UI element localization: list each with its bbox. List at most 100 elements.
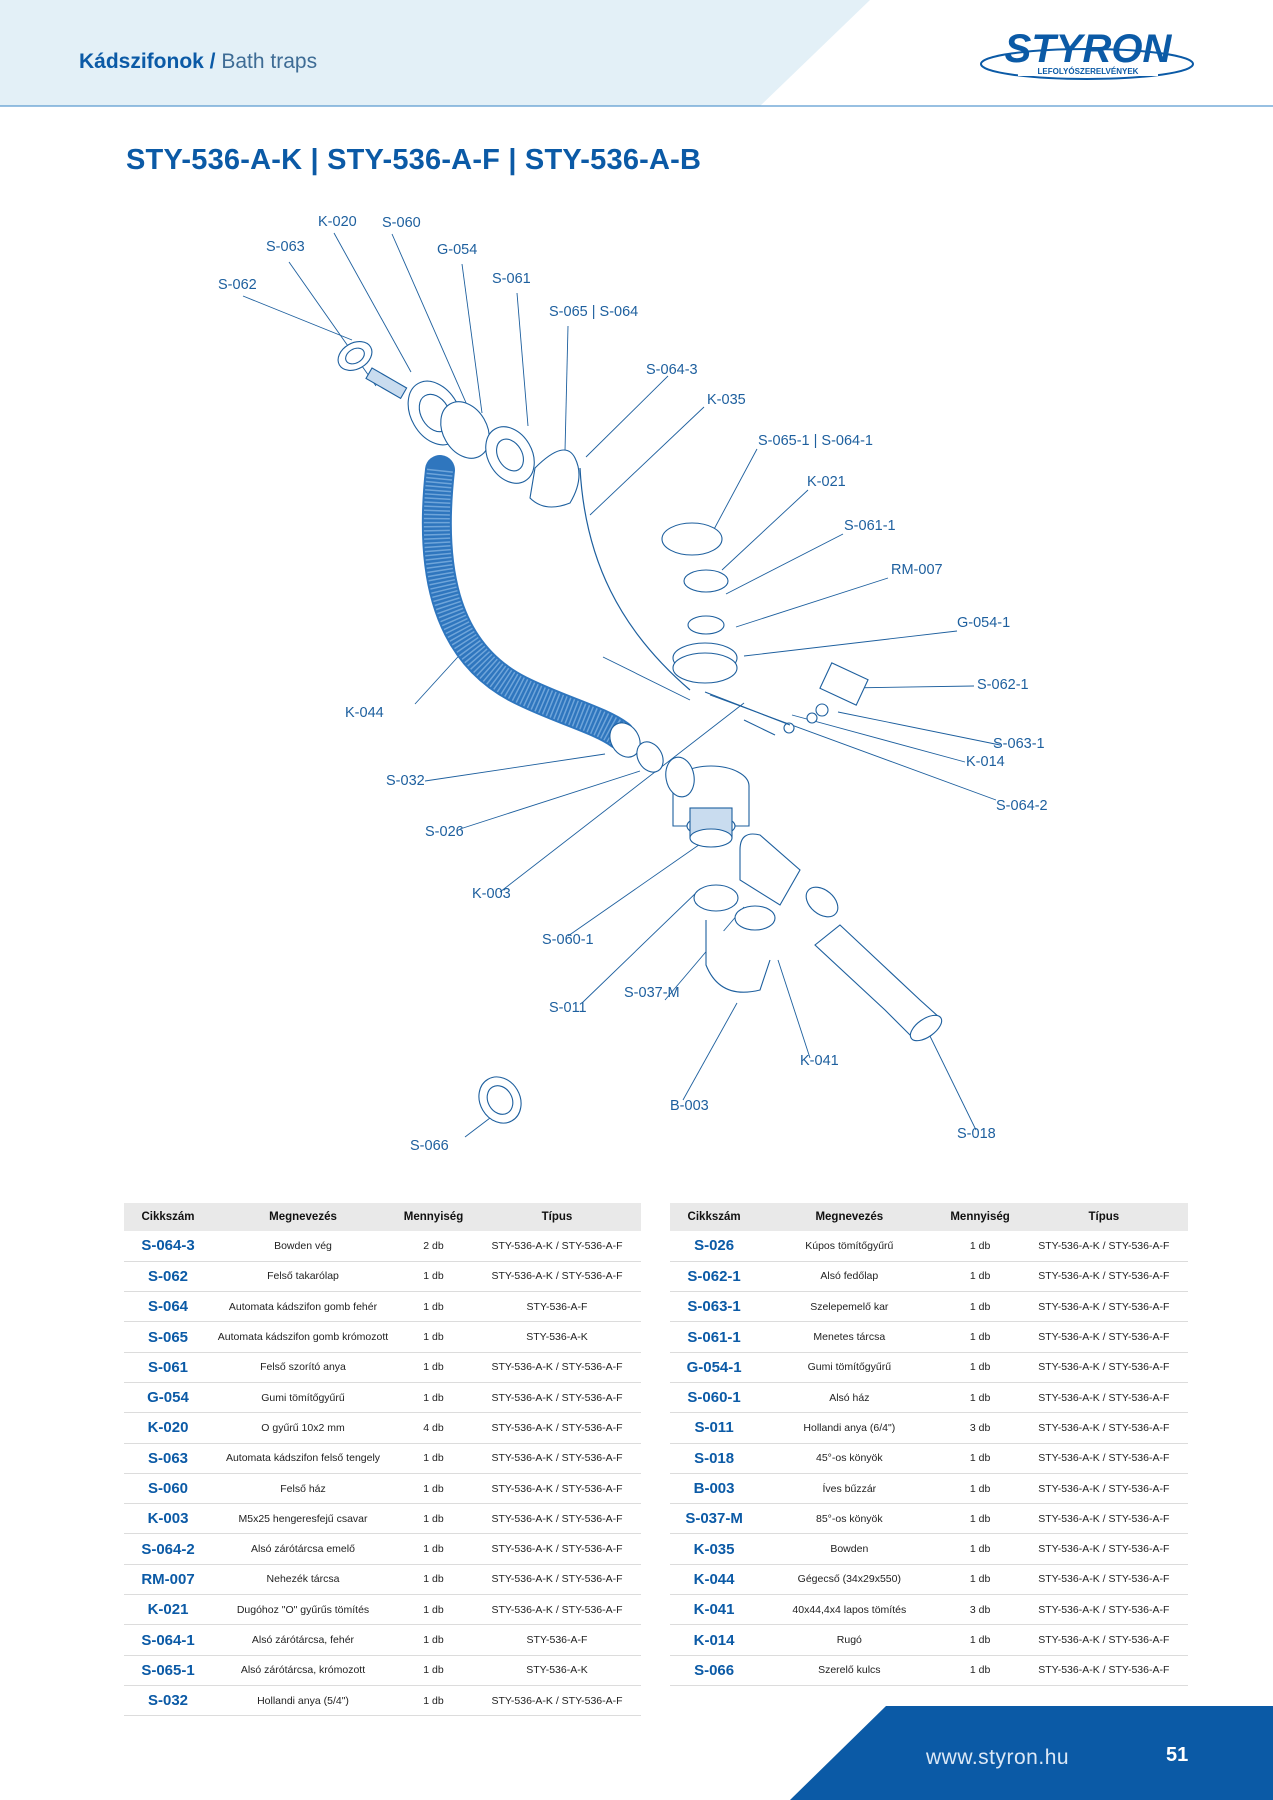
cell-part-name: Alsó ház bbox=[758, 1382, 941, 1414]
footer-background bbox=[790, 1706, 1273, 1800]
callout-s060-1: S-060-1 bbox=[542, 932, 594, 948]
cell-quantity: 3 db bbox=[940, 1594, 1020, 1626]
cell-part-name: Szelepemelő kar bbox=[758, 1291, 941, 1323]
callout-s065-s064: S-065 | S-064 bbox=[549, 304, 639, 320]
cell-quantity: 1 db bbox=[940, 1443, 1020, 1474]
callout-s064-2: S-064-2 bbox=[996, 798, 1048, 814]
cell-part-code: K-014 bbox=[670, 1624, 759, 1656]
column-header-qty: Mennyiség bbox=[394, 1203, 473, 1231]
cell-part-code: S-061 bbox=[124, 1352, 212, 1383]
product-title: STY-536-A-K | STY-536-A-F | STY-536-A-B bbox=[126, 144, 702, 176]
callout-s061-1: S-061-1 bbox=[844, 518, 896, 534]
cell-type: STY-536-A-K / STY-536-A-F bbox=[473, 1533, 641, 1565]
cell-part-code: K-021 bbox=[124, 1594, 212, 1626]
exploded-diagram: K-020 S-060 S-063 G-054 S-062 S-061 S-06… bbox=[0, 190, 1273, 1170]
cell-part-code: S-061-1 bbox=[670, 1321, 759, 1353]
cell-part-name: Hollandi anya (5/4") bbox=[212, 1685, 394, 1717]
cell-type: STY-536-A-K / STY-536-A-F bbox=[1019, 1564, 1188, 1596]
cell-type: STY-536-A-K / STY-536-A-F bbox=[473, 1473, 641, 1505]
parts-table-right: Cikkszám Megnevezés Mennyiség Típus S-02… bbox=[670, 1203, 1188, 1686]
callout-s026: S-026 bbox=[425, 824, 464, 840]
cell-quantity: 1 db bbox=[394, 1564, 473, 1596]
cell-part-name: 45°-os könyök bbox=[758, 1443, 941, 1474]
column-header-code: Cikkszám bbox=[670, 1203, 759, 1231]
cell-part-name: Alsó zárótárcsa, fehér bbox=[212, 1624, 394, 1656]
cell-part-code: S-060-1 bbox=[670, 1382, 759, 1414]
cell-type: STY-536-A-K / STY-536-A-F bbox=[473, 1382, 641, 1414]
cell-part-code: G-054 bbox=[124, 1382, 212, 1414]
cell-part-name: Íves bűzzár bbox=[758, 1473, 941, 1505]
cell-part-code: S-063-1 bbox=[670, 1291, 759, 1323]
logo-subtext: LEFOLYÓSZERELVÉNYEK bbox=[1038, 67, 1139, 76]
footer-website-link[interactable]: www.styron.hu bbox=[926, 1746, 1070, 1769]
column-header-qty: Mennyiség bbox=[940, 1203, 1020, 1231]
cell-type: STY-536-A-K / STY-536-A-F bbox=[1019, 1261, 1188, 1293]
cell-part-code: S-037-M bbox=[670, 1503, 759, 1535]
cell-type: STY-536-A-K / STY-536-A-F bbox=[473, 1443, 641, 1474]
cell-part-code: S-064-3 bbox=[124, 1231, 212, 1262]
cell-type: STY-536-A-K / STY-536-A-F bbox=[1019, 1321, 1188, 1353]
column-header-type: Típus bbox=[1019, 1203, 1188, 1231]
cell-part-name: Menetes tárcsa bbox=[758, 1321, 941, 1353]
cell-part-name: Hollandi anya (6/4") bbox=[758, 1412, 941, 1444]
cell-type: STY-536-A-F bbox=[473, 1291, 641, 1323]
cell-quantity: 1 db bbox=[394, 1352, 473, 1383]
column-header-name: Megnevezés bbox=[212, 1203, 394, 1231]
cell-type: STY-536-A-K / STY-536-A-F bbox=[473, 1503, 641, 1535]
callout-s061: S-061 bbox=[492, 271, 531, 287]
cell-quantity: 1 db bbox=[394, 1594, 473, 1626]
cell-quantity: 1 db bbox=[940, 1655, 1020, 1686]
callout-k044: K-044 bbox=[345, 705, 384, 721]
cell-part-code: S-026 bbox=[670, 1231, 759, 1262]
cell-quantity: 1 db bbox=[394, 1685, 473, 1717]
callout-s062-1: S-062-1 bbox=[977, 677, 1029, 693]
cell-quantity: 4 db bbox=[394, 1412, 473, 1444]
parts-table-left: Cikkszám Megnevezés Mennyiség Típus S-06… bbox=[124, 1203, 641, 1717]
cell-type: STY-536-A-K / STY-536-A-F bbox=[473, 1412, 641, 1444]
callout-s037-m: S-037-M bbox=[624, 985, 680, 1001]
cell-quantity: 1 db bbox=[940, 1624, 1020, 1656]
callout-k014: K-014 bbox=[966, 754, 1005, 770]
cell-part-name: Rugó bbox=[758, 1624, 941, 1656]
callout-k041: K-041 bbox=[800, 1053, 839, 1069]
cell-quantity: 1 db bbox=[394, 1624, 473, 1656]
cell-part-code: K-035 bbox=[670, 1533, 759, 1565]
callout-s065-1-s064-1: S-065-1 | S-064-1 bbox=[758, 433, 873, 449]
styron-logo: STYRON LEFOLYÓSZERELVÉNYEK bbox=[978, 22, 1196, 84]
cell-quantity: 1 db bbox=[940, 1352, 1020, 1383]
cell-type: STY-536-A-K bbox=[473, 1321, 641, 1353]
callout-g054-1: G-054-1 bbox=[957, 615, 1011, 631]
cell-part-name: Gégecső (34x29x550) bbox=[758, 1564, 941, 1596]
cell-quantity: 1 db bbox=[940, 1564, 1020, 1596]
cell-part-code: S-032 bbox=[124, 1685, 212, 1717]
logo-wordmark: STYRON bbox=[1005, 27, 1173, 71]
cell-type: STY-536-A-K / STY-536-A-F bbox=[1019, 1624, 1188, 1656]
cell-quantity: 1 db bbox=[940, 1473, 1020, 1505]
cell-type: STY-536-A-K / STY-536-A-F bbox=[1019, 1412, 1188, 1444]
cell-part-name: Felső szorító anya bbox=[212, 1352, 394, 1383]
cell-part-code: G-054-1 bbox=[670, 1352, 759, 1383]
cell-part-name: Alsó zárótárcsa emelő bbox=[212, 1533, 394, 1565]
cell-part-name: 85°-os könyök bbox=[758, 1503, 941, 1535]
footer: www.styron.hu 51 bbox=[0, 1700, 1273, 1800]
cell-part-name: Nehezék tárcsa bbox=[212, 1564, 394, 1596]
cell-quantity: 3 db bbox=[940, 1412, 1020, 1444]
cell-quantity: 2 db bbox=[394, 1231, 473, 1262]
cell-part-code: S-060 bbox=[124, 1473, 212, 1505]
table-header-row: Cikkszám Megnevezés Mennyiség Típus bbox=[124, 1203, 641, 1231]
callout-s060: S-060 bbox=[382, 215, 421, 231]
cell-type: STY-536-A-K / STY-536-A-F bbox=[473, 1352, 641, 1383]
cell-part-name: Automata kádszifon gomb fehér bbox=[212, 1291, 394, 1323]
